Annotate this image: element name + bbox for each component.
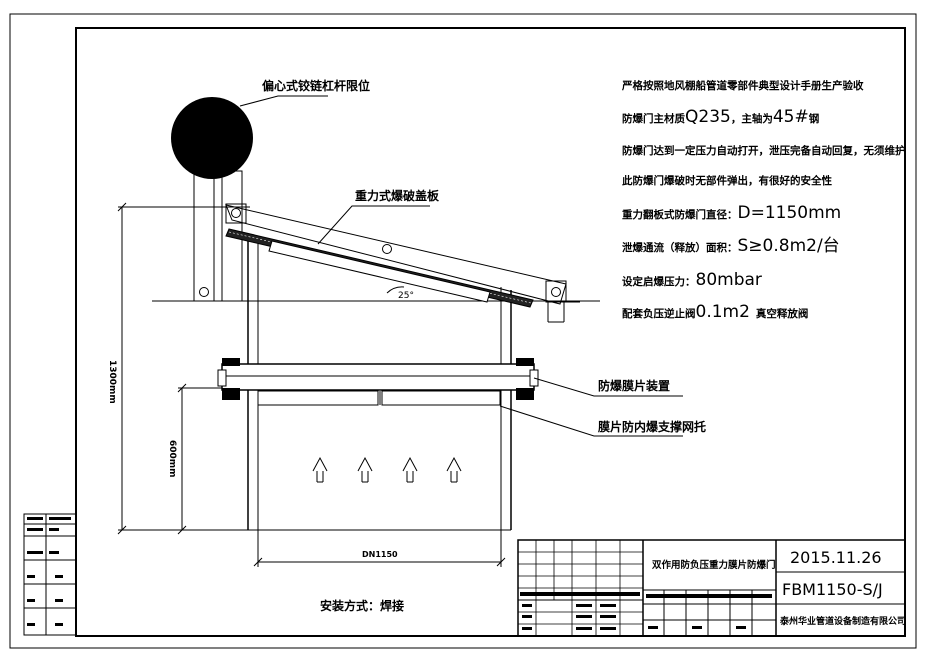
label-dim-inner: 600mm bbox=[167, 440, 177, 478]
frame-arm bbox=[225, 204, 580, 323]
note-line-6: 泄爆通流（释放）面积：S≥0.8m2/台 bbox=[622, 236, 840, 256]
label-gravity-plate: 重力式爆破盖板 bbox=[355, 188, 440, 203]
lower-outline bbox=[181, 387, 249, 531]
flange-assembly bbox=[217, 358, 539, 406]
label-install: 安装方式：焊接 bbox=[320, 598, 404, 613]
label-dim-height: 1300mm bbox=[107, 360, 117, 404]
title-date: 2015.11.26 bbox=[790, 548, 882, 567]
note-line-2: 防爆门主材质Q235，主轴为45#钢 bbox=[622, 107, 819, 127]
dimension-600 bbox=[177, 383, 222, 535]
note-line-5: 重力翻板式防爆门直径：D=1150mm bbox=[622, 203, 841, 223]
dimension-dn1150 bbox=[253, 530, 506, 567]
explosion-plate bbox=[225, 228, 534, 308]
note-line-7: 设定启爆压力：80mbar bbox=[622, 270, 762, 290]
technical-notes: 严格按照地风棚船管道零部件典型设计手册生产验收 防爆门主材质Q235，主轴为45… bbox=[621, 79, 906, 322]
title-product-name: 双作用防负压重力膜片防爆门 bbox=[651, 559, 776, 571]
title-block-marks bbox=[520, 592, 772, 630]
airflow-arrows bbox=[312, 456, 462, 483]
note-line-4: 此防爆门爆破时无部件弹出，有很好的安全性 bbox=[622, 174, 832, 187]
title-drawing-number: FBM1150-S/J bbox=[782, 580, 883, 599]
title-block bbox=[517, 539, 906, 637]
note-line-3: 防爆门达到一定压力自动打开，泄压完备自动回复，无须维护 bbox=[622, 144, 906, 157]
outer-border bbox=[9, 13, 917, 649]
title-company: 泰州华业管道设备制造有限公司 bbox=[779, 615, 906, 627]
left-revision-table bbox=[23, 513, 77, 636]
label-membrane-device: 防爆膜片装置 bbox=[598, 378, 670, 393]
leader-lines bbox=[239, 95, 683, 437]
counterweight bbox=[171, 97, 253, 179]
inner-border bbox=[75, 27, 906, 637]
note-line-1: 严格按照地风棚船管道零部件典型设计手册生产验收 bbox=[621, 79, 864, 92]
label-angle: 25° bbox=[398, 291, 414, 301]
left-table-marks bbox=[27, 517, 71, 626]
label-eccentric-hinge: 偏心式铰链杠杆限位 bbox=[262, 78, 370, 93]
label-dim-width: DN1150 bbox=[362, 550, 398, 559]
label-membrane-support: 膜片防内爆支撑网托 bbox=[598, 419, 706, 434]
